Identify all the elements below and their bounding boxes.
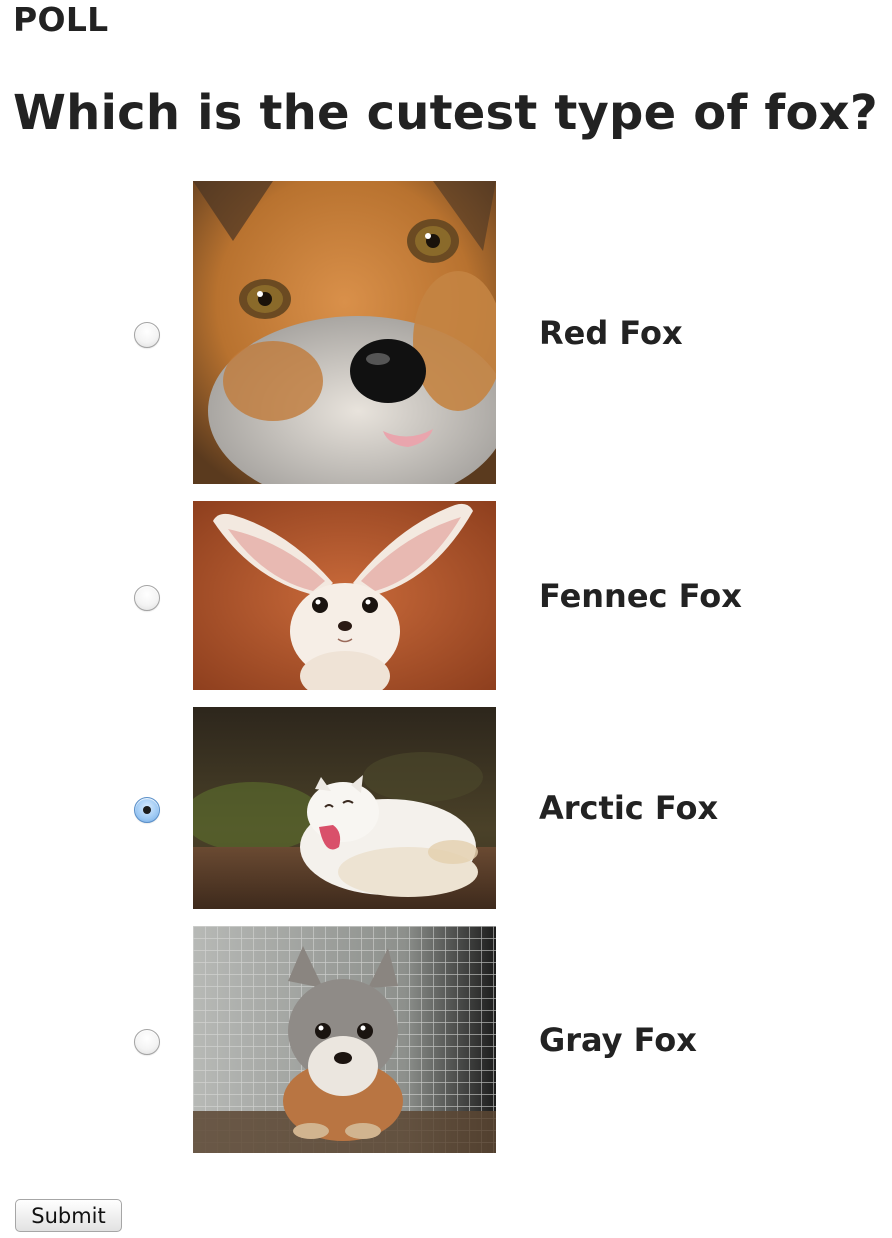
option-label-arctic-fox: Arctic Fox [539, 789, 719, 827]
red-fox-photo [193, 181, 496, 484]
arctic-fox-photo [193, 707, 496, 909]
poll-eyebrow: POLL [13, 0, 109, 39]
radio-arctic-fox[interactable] [134, 797, 160, 823]
gray-fox-photo [193, 926, 496, 1153]
radio-fennec-fox[interactable] [134, 585, 160, 611]
poll-question: Which is the cutest type of fox? [13, 85, 878, 141]
option-label-fennec-fox: Fennec Fox [539, 577, 742, 615]
option-label-red-fox: Red Fox [539, 314, 683, 352]
radio-selected-dot [143, 806, 151, 814]
fennec-fox-photo [193, 501, 496, 690]
radio-red-fox[interactable] [134, 322, 160, 348]
option-label-gray-fox: Gray Fox [539, 1021, 697, 1059]
radio-gray-fox[interactable] [134, 1029, 160, 1055]
submit-button[interactable]: Submit [15, 1199, 122, 1232]
